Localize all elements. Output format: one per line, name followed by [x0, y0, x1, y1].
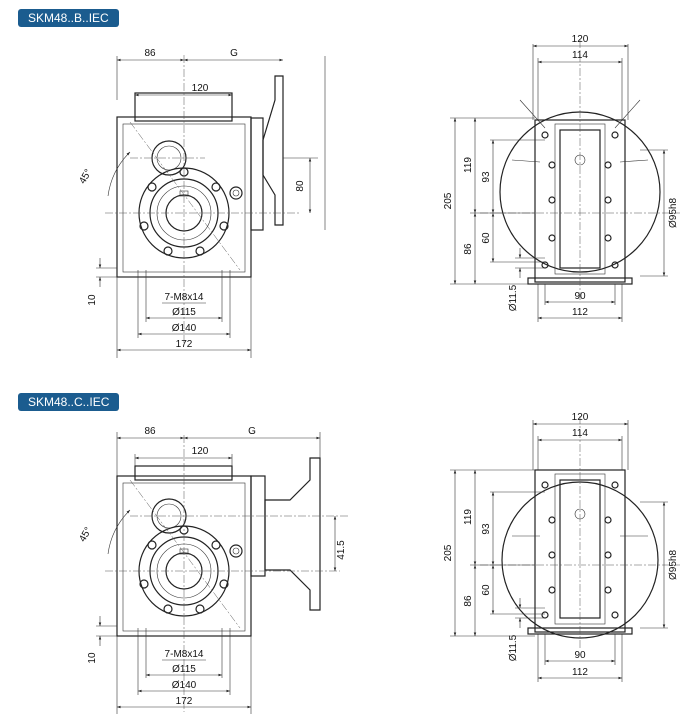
dim-86: 86 — [144, 48, 156, 59]
dim-114: 114 — [572, 50, 588, 61]
side-view-b: 86 G 120 80 45° 10 7-M8x14 Ø115 Ø140 172 — [77, 48, 326, 358]
dim-120: 120 — [192, 83, 209, 94]
dim-86: 86 — [144, 426, 156, 437]
dim-172: 172 — [176, 339, 193, 350]
thread-spec: 7-M8x14 — [165, 649, 204, 660]
dim-205: 205 — [443, 192, 454, 209]
gearbox-body — [116, 475, 252, 637]
dim-114: 114 — [572, 428, 588, 439]
dim-angle: 45° — [77, 167, 94, 186]
front-view-c: 120 114 205 119 93 86 60 Ø95h8 Ø11.5 90 … — [443, 412, 680, 682]
dim-angle: 45° — [77, 525, 94, 544]
dim-g: G — [248, 426, 256, 437]
thread-spec: 7-M8x14 — [165, 292, 204, 303]
dim-d140: Ø140 — [172, 323, 197, 334]
dim-120: 120 — [572, 34, 589, 45]
dim-10: 10 — [87, 294, 98, 306]
dim-119: 119 — [463, 157, 474, 173]
dim-10: 10 — [87, 652, 98, 664]
dim-41-5: 41.5 — [336, 540, 347, 560]
dim-112: 112 — [572, 307, 588, 318]
model-title-b: SKM48..B..IEC — [18, 9, 119, 27]
dim-172: 172 — [176, 696, 193, 707]
dim-90: 90 — [574, 291, 586, 302]
dim-d11-5: Ø11.5 — [508, 284, 519, 311]
dim-90: 90 — [574, 650, 586, 661]
housing-front — [534, 469, 626, 633]
dim-d11-5: Ø11.5 — [508, 634, 519, 661]
dim-d115: Ø115 — [172, 307, 196, 318]
dim-d95h8: Ø95h8 — [668, 198, 679, 228]
dim-86: 86 — [463, 243, 474, 255]
dim-93: 93 — [481, 171, 492, 183]
dim-205: 205 — [443, 544, 454, 561]
dim-86: 86 — [463, 595, 474, 607]
iec-flange — [262, 75, 284, 226]
side-view-c: 86 G 120 41.5 45° 10 7-M8x14 Ø115 Ø140 1… — [77, 426, 350, 714]
dim-112: 112 — [572, 667, 588, 678]
dim-120: 120 — [192, 446, 209, 457]
dim-120: 120 — [572, 412, 589, 423]
dim-g: G — [230, 48, 238, 59]
dim-119: 119 — [463, 509, 474, 525]
dim-60: 60 — [481, 584, 492, 596]
dim-d115: Ø115 — [172, 664, 196, 675]
dim-60: 60 — [481, 232, 492, 244]
dim-d95h8: Ø95h8 — [668, 550, 679, 580]
dim-80: 80 — [295, 180, 306, 192]
dim-93: 93 — [481, 523, 492, 535]
iec-flange — [264, 457, 321, 611]
model-title-c: SKM48..C..IEC — [18, 393, 120, 411]
dim-d140: Ø140 — [172, 680, 197, 691]
front-view-b: 120 114 205 119 93 86 60 Ø95h8 Ø11.5 90 … — [443, 34, 680, 322]
